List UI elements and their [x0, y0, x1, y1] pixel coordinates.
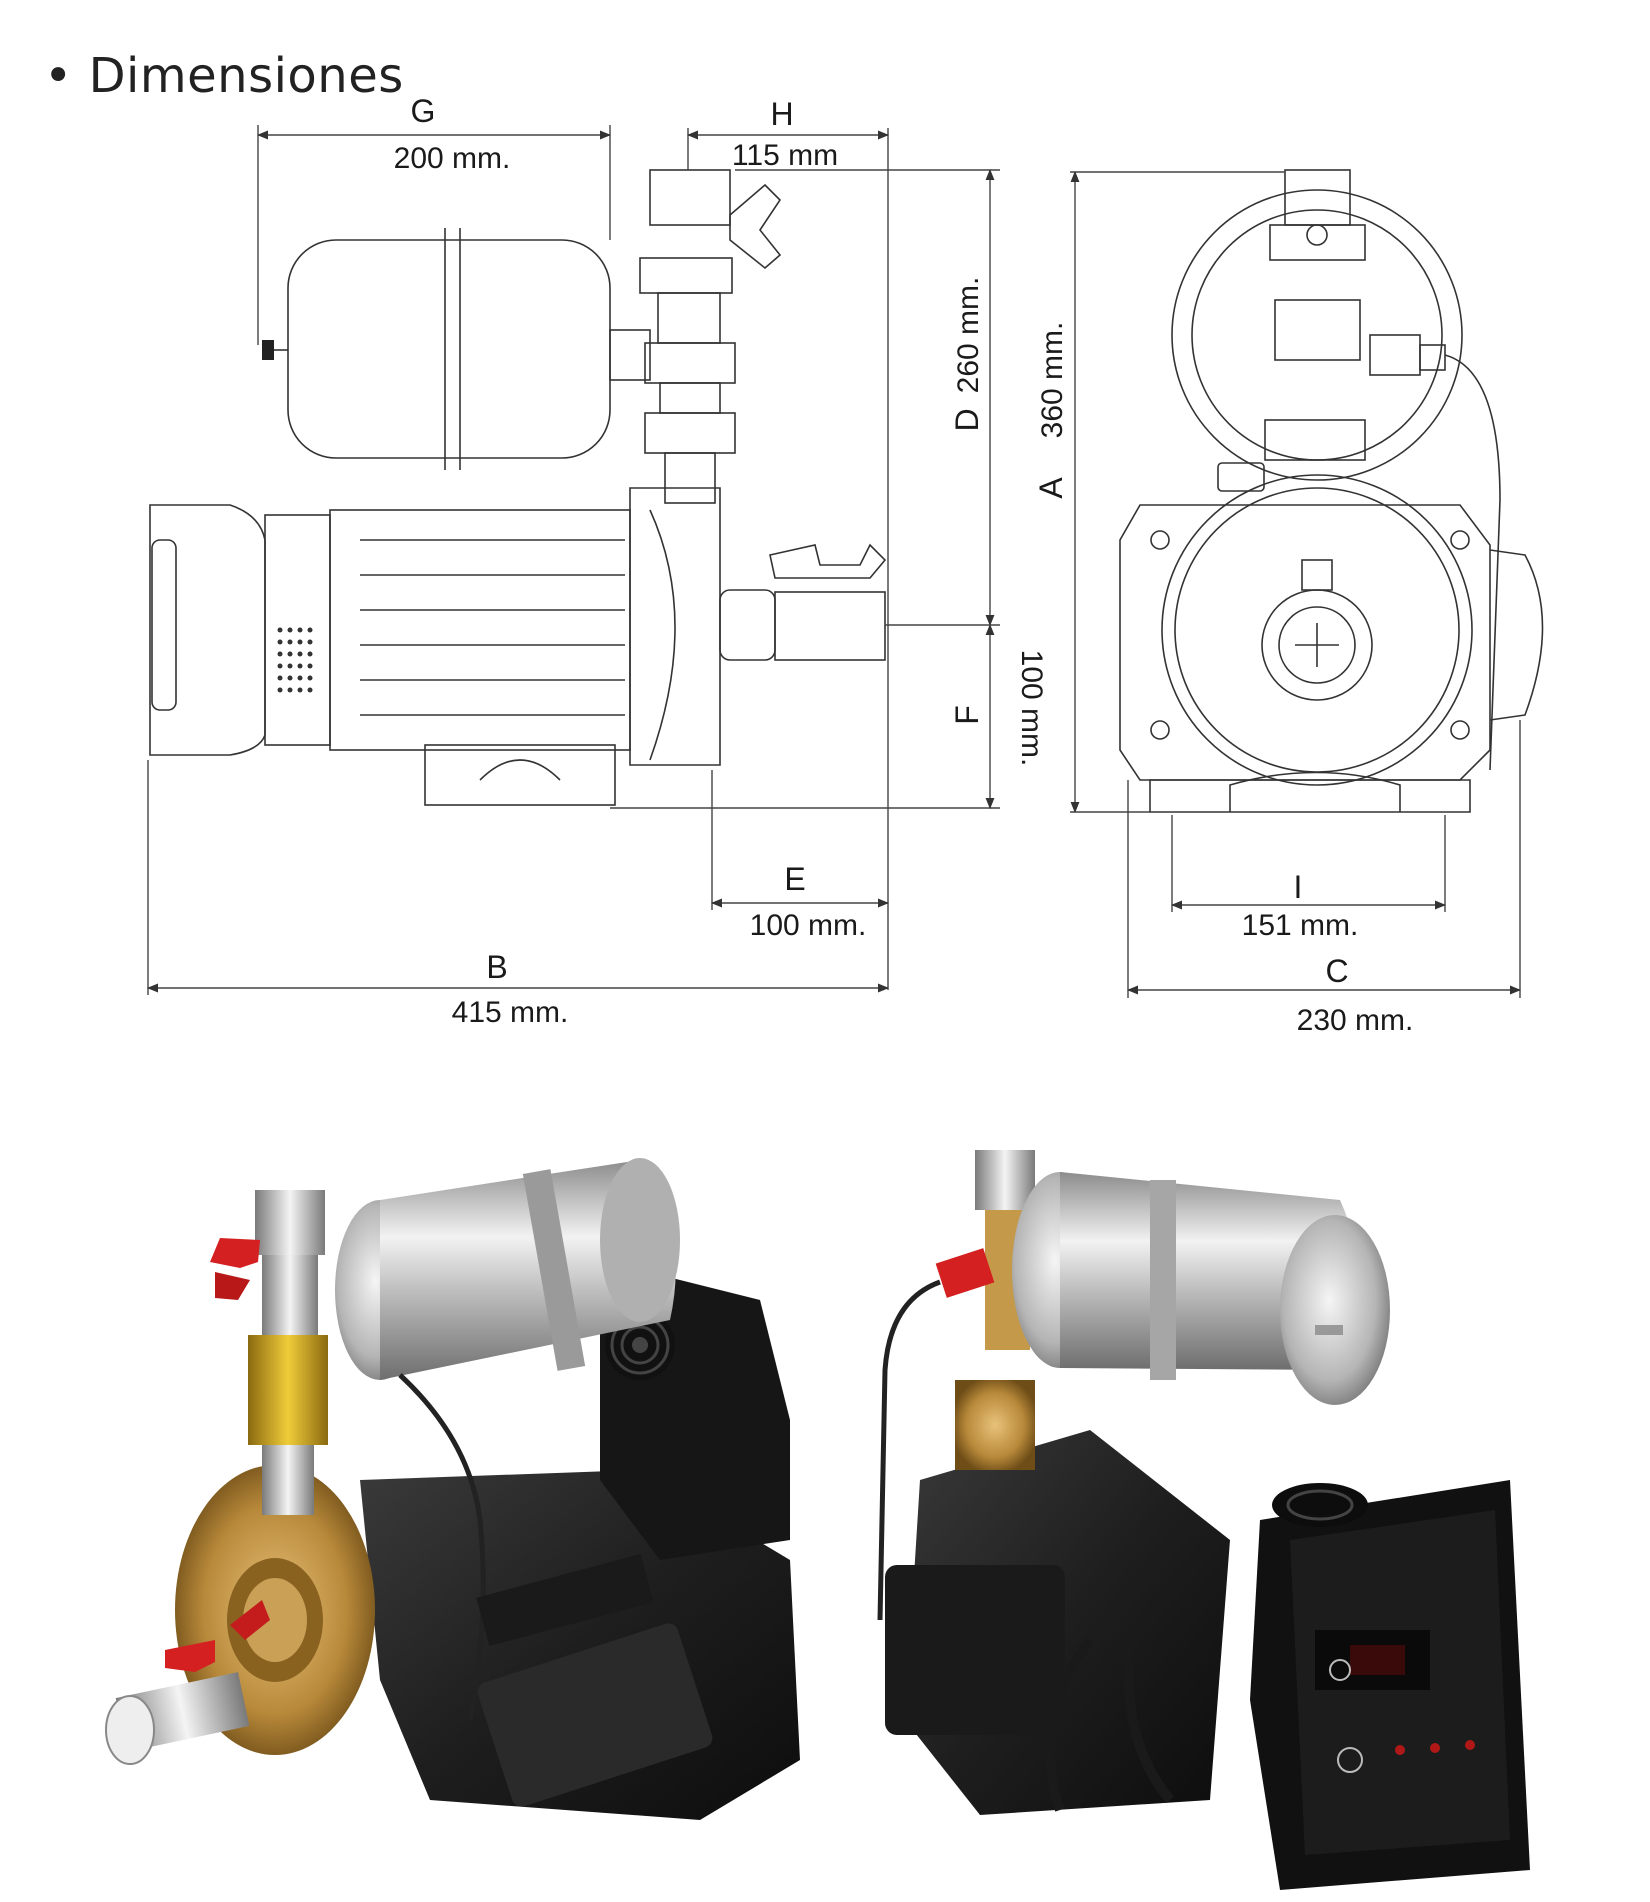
dim-d-value: 260 mm. [952, 277, 985, 394]
dim-h-value: 115 mm [732, 139, 838, 172]
dim-b-value: 415 mm. [452, 996, 569, 1029]
dim-e-letter: E [784, 861, 805, 897]
pump-photo-left [105, 1158, 800, 1820]
dim-i-value: 151 mm. [1242, 909, 1359, 942]
dim-a-value: 360 mm. [1036, 322, 1069, 439]
pump-photo-right [877, 1150, 1530, 1890]
dim-h-letter: H [770, 96, 793, 132]
dim-a-letter: A [1033, 477, 1069, 499]
dim-c-letter: C [1325, 953, 1348, 989]
dim-d-letter: D [949, 408, 985, 431]
dim-g-letter: G [411, 93, 436, 129]
dim-g-value: 200 mm. [394, 142, 511, 175]
dim-b-letter: B [486, 949, 507, 985]
dim-f-value: 100 mm. [1015, 650, 1048, 767]
dim-e-value: 100 mm. [750, 909, 867, 942]
page-title: • Dimensiones [44, 48, 404, 104]
dim-i-letter: I [1294, 869, 1303, 905]
side-view-drawing [149, 169, 887, 806]
dimension-lines [146, 125, 1522, 998]
dim-f-letter: F [949, 705, 985, 725]
front-view-drawing [1119, 169, 1544, 813]
dim-c-value: 230 mm. [1297, 1004, 1414, 1037]
